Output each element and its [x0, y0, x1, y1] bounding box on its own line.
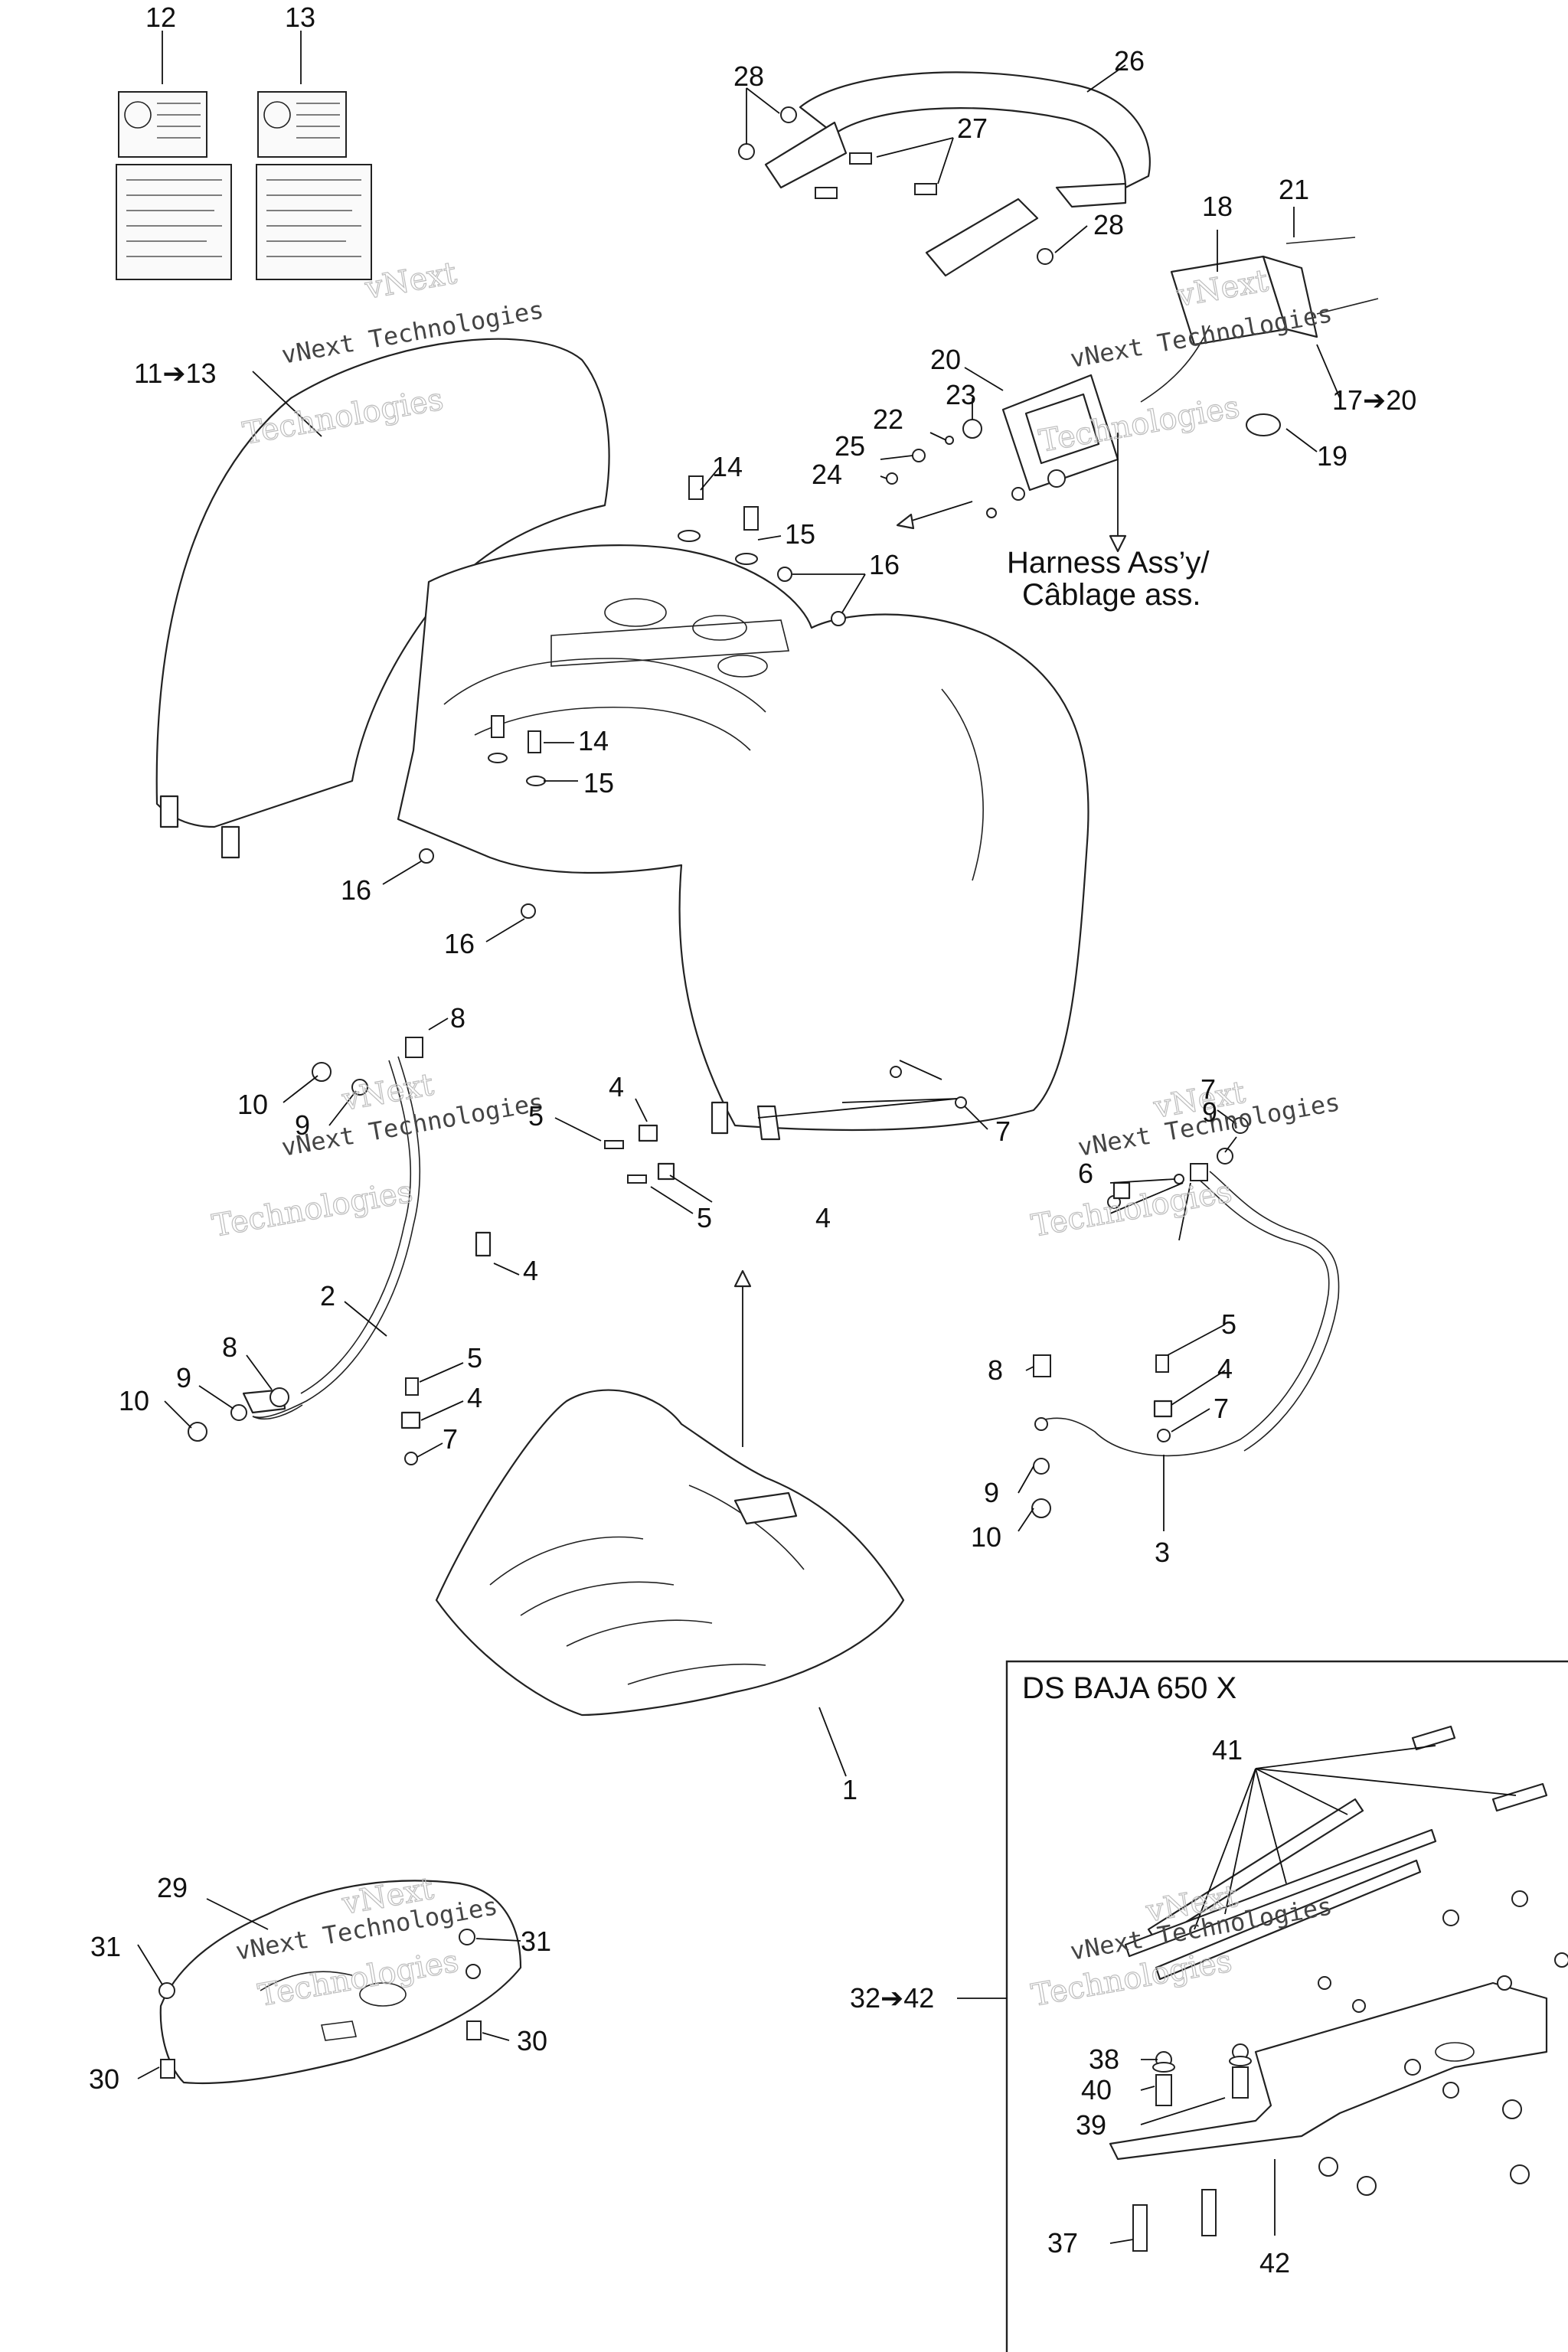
- callout-10: 10: [971, 1521, 1001, 1553]
- callout-23: 23: [946, 379, 976, 410]
- fender-brackets: [554, 1060, 988, 1214]
- callout-2: 2: [320, 1280, 335, 1312]
- callout-31: 31: [90, 1931, 121, 1962]
- callout-30: 30: [89, 2063, 119, 2095]
- lower-fender: [435, 1269, 905, 1777]
- callout-9: 9: [1202, 1096, 1217, 1128]
- callout-15: 15: [583, 767, 614, 799]
- callout-14: 14: [712, 451, 743, 482]
- inset-ds-baja: [957, 1660, 1568, 2352]
- callout-4: 4: [1217, 1353, 1233, 1384]
- harness-note-line2: Câblage ass.: [1022, 578, 1200, 612]
- callout-8: 8: [222, 1331, 237, 1363]
- callout-5: 5: [697, 1202, 712, 1233]
- callout-27: 27: [957, 113, 988, 144]
- callout-26: 26: [1114, 45, 1145, 77]
- callout-5: 5: [467, 1342, 482, 1374]
- callout-4: 4: [467, 1382, 482, 1413]
- callout-1: 1: [842, 1774, 858, 1805]
- callout-8: 8: [450, 1002, 466, 1034]
- callout-37: 37: [1047, 2227, 1078, 2259]
- callout-10: 10: [119, 1385, 149, 1416]
- callout-24: 24: [812, 459, 842, 490]
- callout-4: 4: [815, 1202, 831, 1233]
- rear-fender: [155, 338, 1089, 1141]
- callout-7: 7: [1200, 1073, 1216, 1105]
- callouts: 12 13 26 28 27 28 18 21 20 23 22 25 24 1…: [89, 2, 1416, 2278]
- grab-handle: [738, 64, 1151, 277]
- callout-20: 20: [930, 344, 961, 375]
- callout-13: 13: [285, 2, 315, 33]
- callout-5: 5: [528, 1100, 544, 1132]
- callout-15: 15: [785, 518, 815, 550]
- callout-14: 14: [578, 725, 609, 756]
- watermark-line: Technologies: [210, 1174, 416, 1244]
- callout-28: 28: [1093, 209, 1124, 240]
- callout-12: 12: [145, 2, 176, 33]
- callout-7: 7: [443, 1423, 458, 1455]
- callout-22: 22: [873, 403, 903, 435]
- skid-plate-left: [137, 1880, 522, 2085]
- callout-16: 16: [341, 874, 371, 906]
- left-footrest-support: [164, 1018, 520, 1465]
- callout-5: 5: [1221, 1308, 1236, 1340]
- callout-29: 29: [157, 1872, 188, 1903]
- callout-9: 9: [984, 1477, 999, 1508]
- callout-21: 21: [1279, 174, 1309, 205]
- callout-6: 6: [1078, 1158, 1093, 1189]
- callout-4: 4: [609, 1071, 624, 1102]
- callout-9: 9: [176, 1362, 191, 1393]
- callout-38: 38: [1089, 2043, 1119, 2075]
- callout-18: 18: [1202, 191, 1233, 222]
- callout-28: 28: [733, 60, 764, 92]
- callout-8: 8: [988, 1354, 1003, 1386]
- callout-30: 30: [517, 2025, 547, 2056]
- callout-41: 41: [1212, 1734, 1243, 1766]
- harness-note-line1: Harness Ass’y/: [1007, 546, 1210, 580]
- right-footrest-support: [1018, 1109, 1340, 1532]
- callout-7: 7: [1214, 1393, 1229, 1424]
- callout-3: 3: [1155, 1537, 1170, 1568]
- callout-17-20: 17➔20: [1332, 384, 1416, 416]
- callout-32-42: 32➔42: [850, 1982, 934, 2014]
- watermark-line: Technologies: [1029, 1174, 1235, 1244]
- callout-39: 39: [1076, 2109, 1106, 2141]
- callout-25: 25: [835, 430, 865, 462]
- callout-40: 40: [1081, 2074, 1112, 2105]
- callout-19: 19: [1317, 440, 1348, 472]
- callout-31: 31: [521, 1926, 551, 1957]
- callout-11-13: 11➔13: [134, 358, 217, 389]
- callout-7: 7: [995, 1116, 1011, 1147]
- watermark-line: vNext: [362, 256, 459, 306]
- callout-16: 16: [444, 928, 475, 959]
- callout-9: 9: [295, 1109, 310, 1141]
- tail-light: [880, 207, 1379, 553]
- warning-labels: [116, 31, 372, 280]
- callout-4: 4: [523, 1255, 538, 1286]
- inset-title: DS BAJA 650 X: [1022, 1671, 1236, 1705]
- callout-42: 42: [1259, 2247, 1290, 2278]
- callout-10: 10: [237, 1089, 268, 1120]
- callout-16: 16: [869, 549, 900, 580]
